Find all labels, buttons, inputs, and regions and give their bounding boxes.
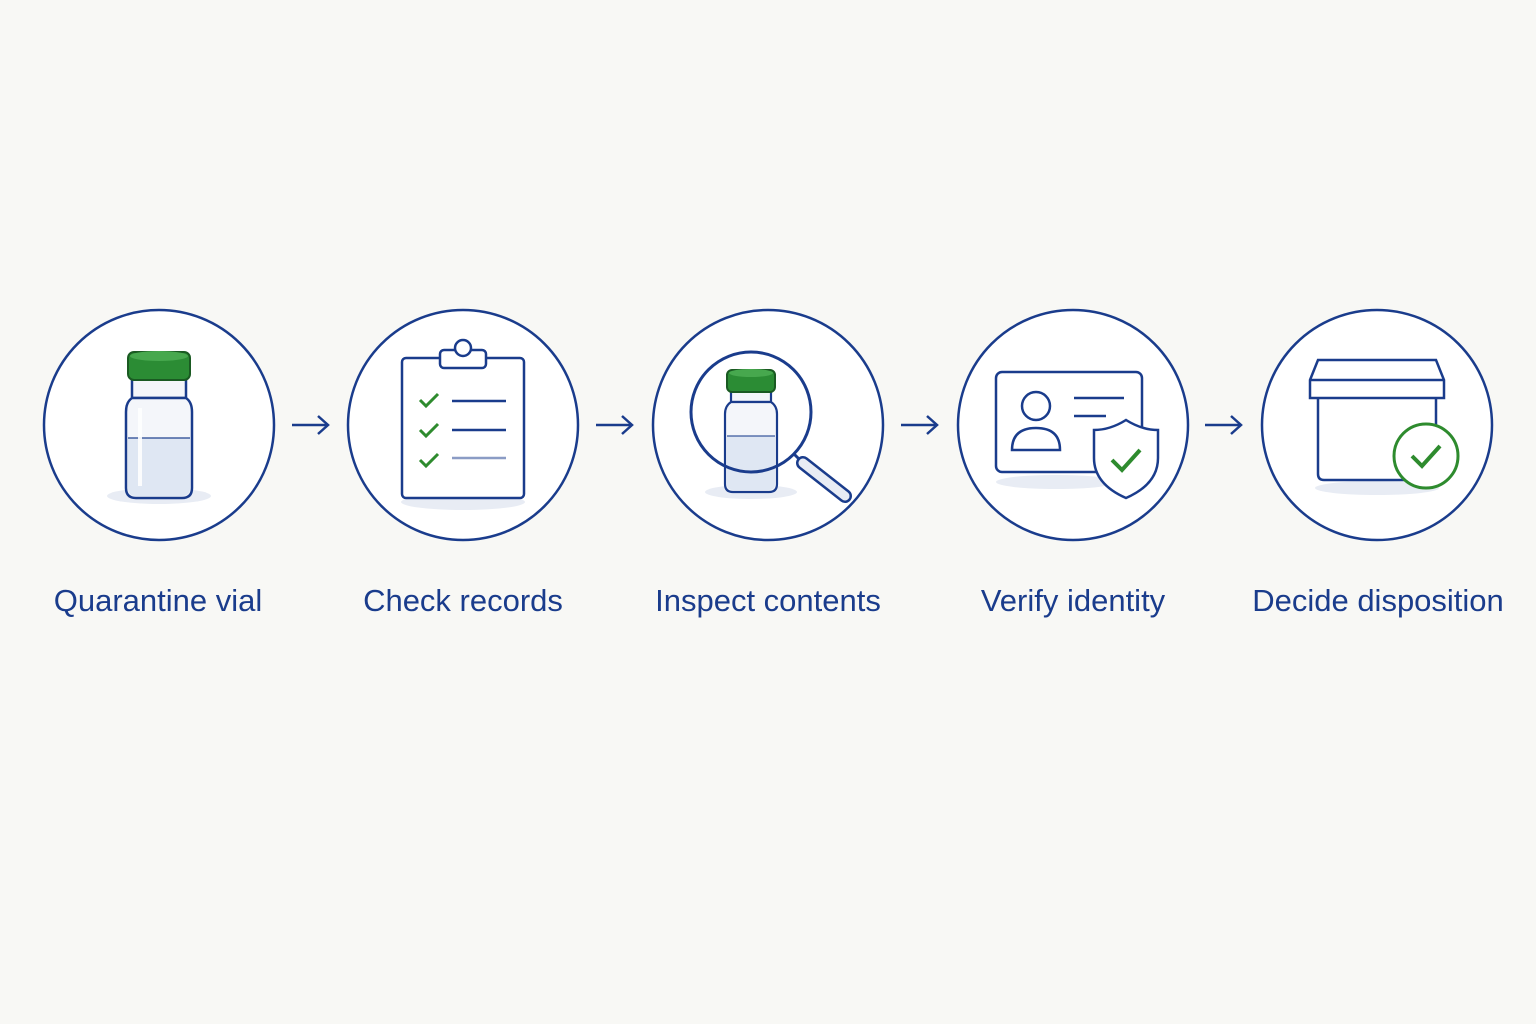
arrow-right-icon (901, 415, 939, 435)
id-card-shield-icon (956, 308, 1190, 542)
clipboard-checklist-icon (346, 308, 580, 542)
step-label-quarantine-vial: Quarantine vial (53, 583, 263, 618)
step-quarantine-vial (42, 308, 276, 542)
box-check-icon (1260, 308, 1494, 542)
magnifier-vial-icon (651, 308, 885, 542)
step-inspect-contents (651, 308, 885, 542)
arrow-right-icon (292, 415, 330, 435)
step-label-decide-disposition: Decide disposition (1252, 583, 1504, 618)
arrow-right-icon (1205, 415, 1243, 435)
step-decide-disposition (1260, 308, 1494, 542)
arrow-right-icon (596, 415, 634, 435)
step-label-inspect-contents: Inspect contents (655, 583, 881, 618)
step-label-verify-identity: Verify identity (980, 583, 1166, 618)
step-verify-identity (956, 308, 1190, 542)
step-label-check-records: Check records (363, 583, 563, 618)
vial-icon (42, 308, 276, 542)
step-check-records (346, 308, 580, 542)
